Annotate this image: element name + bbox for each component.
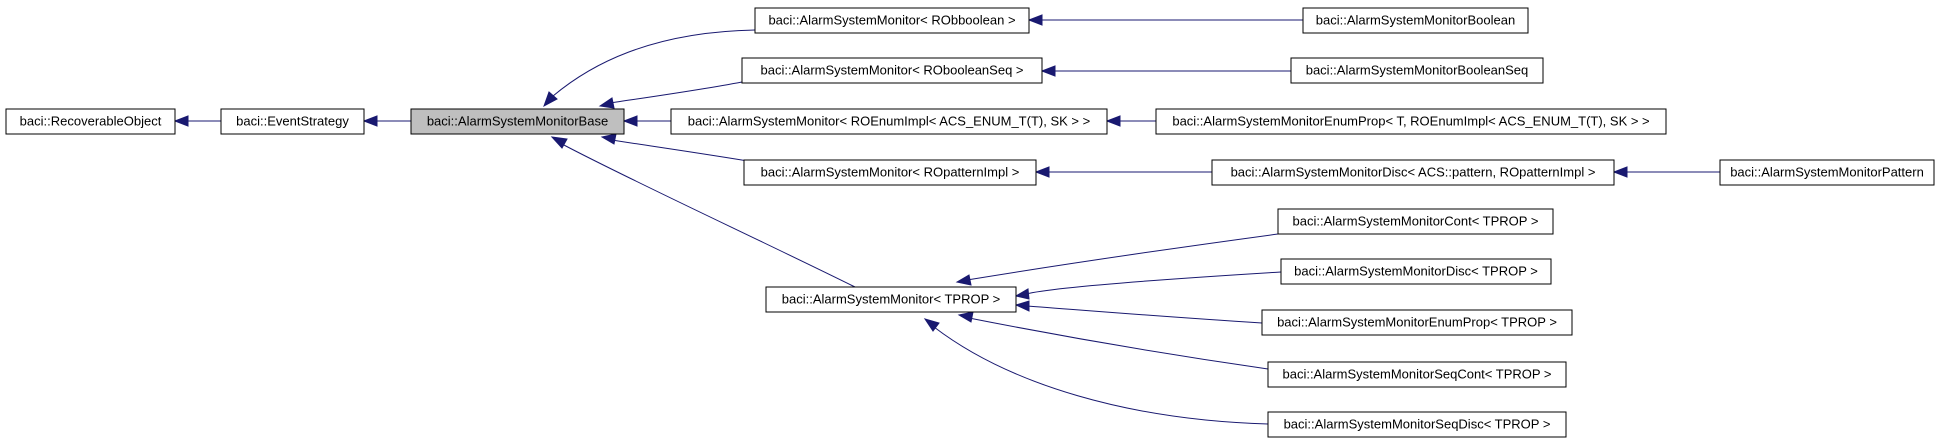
edge-enumprop-t-to-monitor: [1105, 115, 1156, 127]
edge-base-to-strategy: [362, 115, 411, 127]
node-cont-tprop[interactable]: baci::AlarmSystemMonitorCont< TPROP >: [1277, 208, 1554, 235]
edge-monitor-ropatternimpl-to-base: [600, 133, 761, 164]
edge-monitor-tprop-to-base: [550, 136, 856, 288]
edge-strategy-to-recoverable: [173, 115, 221, 127]
svg-text:baci::AlarmSystemMonitor< ROEn: baci::AlarmSystemMonitor< ROEnumImpl< AC…: [688, 114, 1090, 129]
svg-text:baci::AlarmSystemMonitor< TPRO: baci::AlarmSystemMonitor< TPROP >: [782, 292, 1000, 307]
edge-monitor-roenumimpl-to-base: [622, 115, 671, 127]
svg-text:baci::AlarmSystemMonitorBoolea: baci::AlarmSystemMonitorBooleanSeq: [1306, 63, 1529, 78]
edge-pattern-to-disc-pattern: [1612, 166, 1720, 178]
edge-monitor-roboolean-to-base: [543, 29, 756, 108]
svg-text:baci::AlarmSystemMonitor< ROpa: baci::AlarmSystemMonitor< ROpatternImpl …: [761, 165, 1020, 180]
svg-text:baci::AlarmSystemMonitorDisc<: baci::AlarmSystemMonitorDisc< TPROP >: [1294, 264, 1538, 279]
node-monitor-roenumimpl[interactable]: baci::AlarmSystemMonitor< ROEnumImpl< AC…: [670, 108, 1108, 135]
svg-text:baci::AlarmSystemMonitorDisc<: baci::AlarmSystemMonitorDisc< ACS::patte…: [1231, 165, 1596, 180]
node-recoverable-object[interactable]: baci::RecoverableObject: [5, 108, 176, 135]
svg-text:baci::EventStrategy: baci::EventStrategy: [236, 114, 349, 129]
node-seqdisc-tprop[interactable]: baci::AlarmSystemMonitorSeqDisc< TPROP >: [1267, 411, 1567, 438]
svg-text:baci::RecoverableObject: baci::RecoverableObject: [20, 114, 162, 129]
node-alarm-system-monitor-boolean[interactable]: baci::AlarmSystemMonitorBoolean: [1302, 7, 1529, 34]
svg-text:baci::AlarmSystemMonitorPatter: baci::AlarmSystemMonitorPattern: [1730, 165, 1924, 180]
node-alarm-system-monitor-base[interactable]: baci::AlarmSystemMonitorBase: [410, 108, 625, 135]
node-alarm-system-monitor-pattern[interactable]: baci::AlarmSystemMonitorPattern: [1719, 159, 1935, 186]
node-disc-pattern[interactable]: baci::AlarmSystemMonitorDisc< ACS::patte…: [1211, 159, 1615, 186]
svg-text:baci::AlarmSystemMonitorEnumPr: baci::AlarmSystemMonitorEnumProp< TPROP …: [1277, 315, 1557, 330]
node-monitor-tprop[interactable]: baci::AlarmSystemMonitor< TPROP >: [765, 286, 1017, 313]
node-monitor-ropatternimpl[interactable]: baci::AlarmSystemMonitor< ROpatternImpl …: [743, 159, 1037, 186]
edge-monitor-robooleanseq-to-base: [598, 81, 743, 109]
edge-disc-pattern-to-monitor: [1034, 166, 1212, 178]
svg-text:baci::AlarmSystemMonitorSeqCon: baci::AlarmSystemMonitorSeqCont< TPROP >: [1282, 367, 1551, 382]
node-event-strategy[interactable]: baci::EventStrategy: [220, 108, 365, 135]
svg-text:baci::AlarmSystemMonitorSeqDis: baci::AlarmSystemMonitorSeqDisc< TPROP >: [1284, 417, 1551, 432]
node-monitor-robooleanseq[interactable]: baci::AlarmSystemMonitor< RObooleanSeq >: [741, 57, 1043, 84]
svg-text:baci::AlarmSystemMonitor< RObo: baci::AlarmSystemMonitor< RObooleanSeq >: [760, 63, 1023, 78]
node-disc-tprop[interactable]: baci::AlarmSystemMonitorDisc< TPROP >: [1280, 258, 1552, 285]
node-enumprop-tprop[interactable]: baci::AlarmSystemMonitorEnumProp< TPROP …: [1261, 309, 1573, 336]
edge-alarmsystemmonitorbooleanseq-to-monitor: [1040, 65, 1291, 77]
node-enumprop-t[interactable]: baci::AlarmSystemMonitorEnumProp< T, ROE…: [1155, 108, 1667, 135]
svg-text:baci::AlarmSystemMonitor< RObb: baci::AlarmSystemMonitor< RObboolean >: [768, 13, 1015, 28]
edge-enumprop-to-monitor-tprop: [1014, 300, 1263, 324]
node-alarm-system-monitor-booleanseq[interactable]: baci::AlarmSystemMonitorBooleanSeq: [1290, 57, 1544, 84]
edge-disc-to-monitor-tprop: [1014, 271, 1282, 300]
svg-text:baci::AlarmSystemMonitorEnumPr: baci::AlarmSystemMonitorEnumProp< T, ROE…: [1172, 114, 1649, 129]
node-monitor-roboolean[interactable]: baci::AlarmSystemMonitor< RObboolean >: [754, 7, 1030, 34]
edge-cont-to-monitor-tprop: [955, 233, 1279, 286]
edge-seqcont-to-monitor-tprop: [957, 311, 1269, 370]
svg-text:baci::AlarmSystemMonitorBase: baci::AlarmSystemMonitorBase: [427, 114, 608, 129]
edge-seqdisc-to-monitor-tprop: [923, 318, 1269, 425]
svg-text:baci::AlarmSystemMonitorBoolea: baci::AlarmSystemMonitorBoolean: [1316, 13, 1515, 28]
node-seqcont-tprop[interactable]: baci::AlarmSystemMonitorSeqCont< TPROP >: [1267, 361, 1567, 388]
edge-alarmsystemmonitorboolean-to-monitor: [1027, 14, 1303, 26]
svg-text:baci::AlarmSystemMonitorCont<: baci::AlarmSystemMonitorCont< TPROP >: [1293, 214, 1539, 229]
